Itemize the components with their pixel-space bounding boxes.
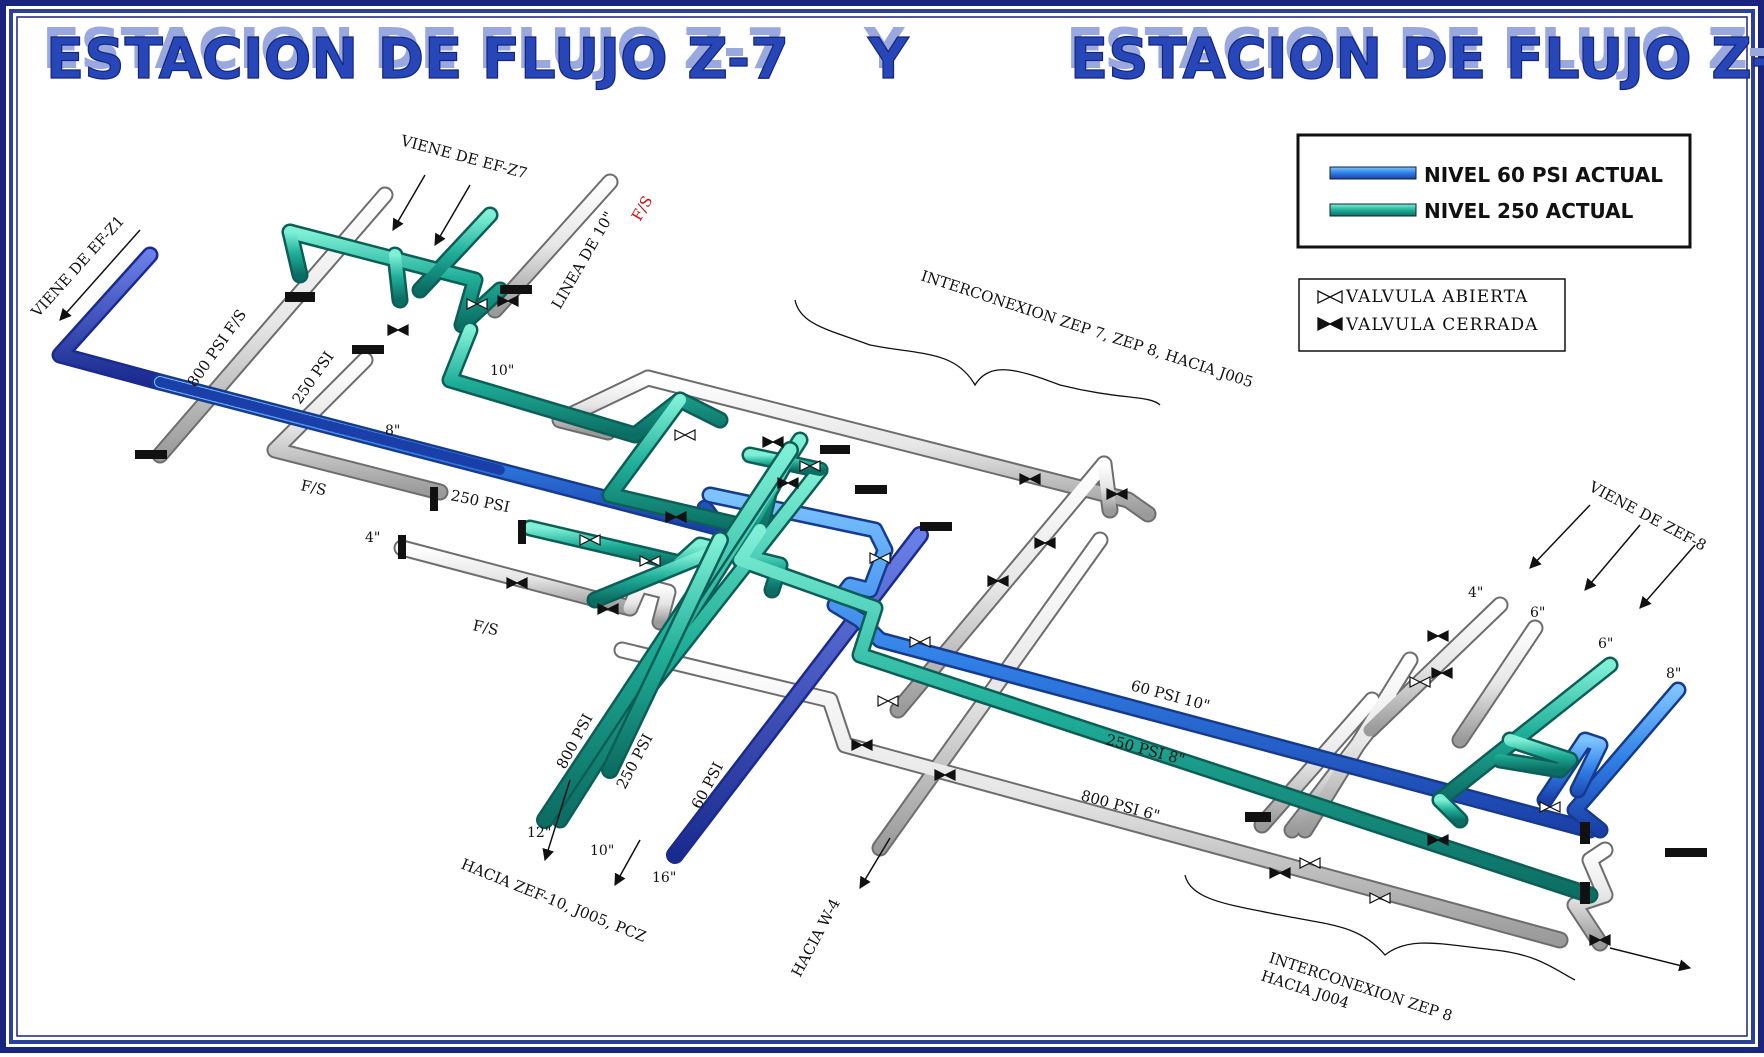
legend-swatch-60 — [1329, 166, 1417, 180]
braces — [794, 299, 1576, 981]
label-fs-a: F/S — [299, 476, 328, 499]
label-4in-z8: 4" — [1468, 585, 1483, 601]
valves — [387, 295, 1611, 946]
valves-open — [466, 298, 1561, 904]
legend-valve-closed: VALVULA CERRADA — [1345, 315, 1538, 335]
title-left: ESTACION DE FLUJO Z-7 — [46, 27, 789, 92]
legend-levels: NIVEL 60 PSI ACTUAL NIVEL 250 ACTUAL — [1296, 133, 1692, 249]
blind-flanges — [135, 285, 1707, 904]
valve-open-icon — [1317, 289, 1343, 305]
arrow-icon — [1639, 544, 1696, 609]
label-16in: 16" — [652, 870, 676, 886]
arrow-icon — [1609, 947, 1692, 972]
label-fs-red: F/S — [628, 193, 656, 224]
title-group: ESTACION DE FLUJO Z-7 ESTACION DE FLUJO … — [42, 17, 1764, 93]
flange — [135, 450, 167, 459]
arrow-icon — [1529, 504, 1591, 569]
arrow-icon — [614, 839, 641, 887]
flow-arrows — [59, 174, 1696, 972]
legend-swatch-250 — [1329, 203, 1417, 217]
valves-closed — [387, 295, 1611, 946]
label-10in: 10" — [490, 363, 514, 379]
valve-closed-icon — [1317, 316, 1343, 332]
label-6in-a: 6" — [1530, 605, 1545, 621]
arrow-icon — [392, 174, 426, 232]
title-right: ESTACION DE FLUJO Z-8 — [1070, 27, 1764, 92]
label-viene-ef-z7: VIENE DE EF-Z7 — [398, 131, 529, 182]
legend-valve-open: VALVULA ABIERTA — [1345, 287, 1528, 307]
label-12in: 12" — [527, 825, 551, 841]
pipe-network — [51, 173, 1687, 952]
svg-text:Y: Y — [863, 17, 906, 82]
label-viene-zef8: VIENE DE ZEF-8 — [1585, 477, 1709, 554]
arrow-icon — [1584, 524, 1641, 591]
label-8in: 8" — [385, 423, 400, 439]
legend-valves: VALVULA ABIERTA VALVULA CERRADA — [1298, 278, 1566, 352]
pipes-60-dark — [51, 246, 929, 864]
legend-label-250: NIVEL 250 ACTUAL — [1424, 199, 1634, 223]
pipes-60 — [701, 486, 1687, 839]
arrow-icon — [542, 779, 571, 862]
label-fs-b: F/S — [471, 616, 500, 639]
inner-frame — [9, 9, 1755, 1044]
svg-text:ESTACION DE FLUJO Z-8: ESTACION DE FLUJO Z-8 — [1066, 17, 1764, 82]
label-4in: 4" — [365, 530, 380, 546]
label-6in-b: 6" — [1598, 636, 1613, 652]
label-8in-z8: 8" — [1666, 666, 1681, 682]
label-250psi-8in: 250 PSI 8" — [1104, 730, 1187, 768]
label-hacia-w4: HACIA W-4 — [788, 896, 844, 980]
label-10in-b: 10" — [590, 843, 614, 859]
label-interconexion-top: INTERCONEXION ZEP 7, ZEP 8, HACIA J005 — [919, 267, 1256, 392]
legend-label-60: NIVEL 60 PSI ACTUAL — [1424, 163, 1663, 187]
title-left-shadow: ESTACION DE FLUJO Z-7 — [42, 17, 785, 82]
arrow-icon — [59, 229, 141, 321]
label-hacia-zef10: HACIA ZEF-10, J005, PCZ — [459, 855, 649, 946]
title-conjunction: Y — [867, 27, 910, 92]
label-250-psi-b: 250 PSI — [449, 486, 511, 516]
arrow-icon — [859, 837, 891, 890]
arrow-icon — [434, 184, 471, 247]
